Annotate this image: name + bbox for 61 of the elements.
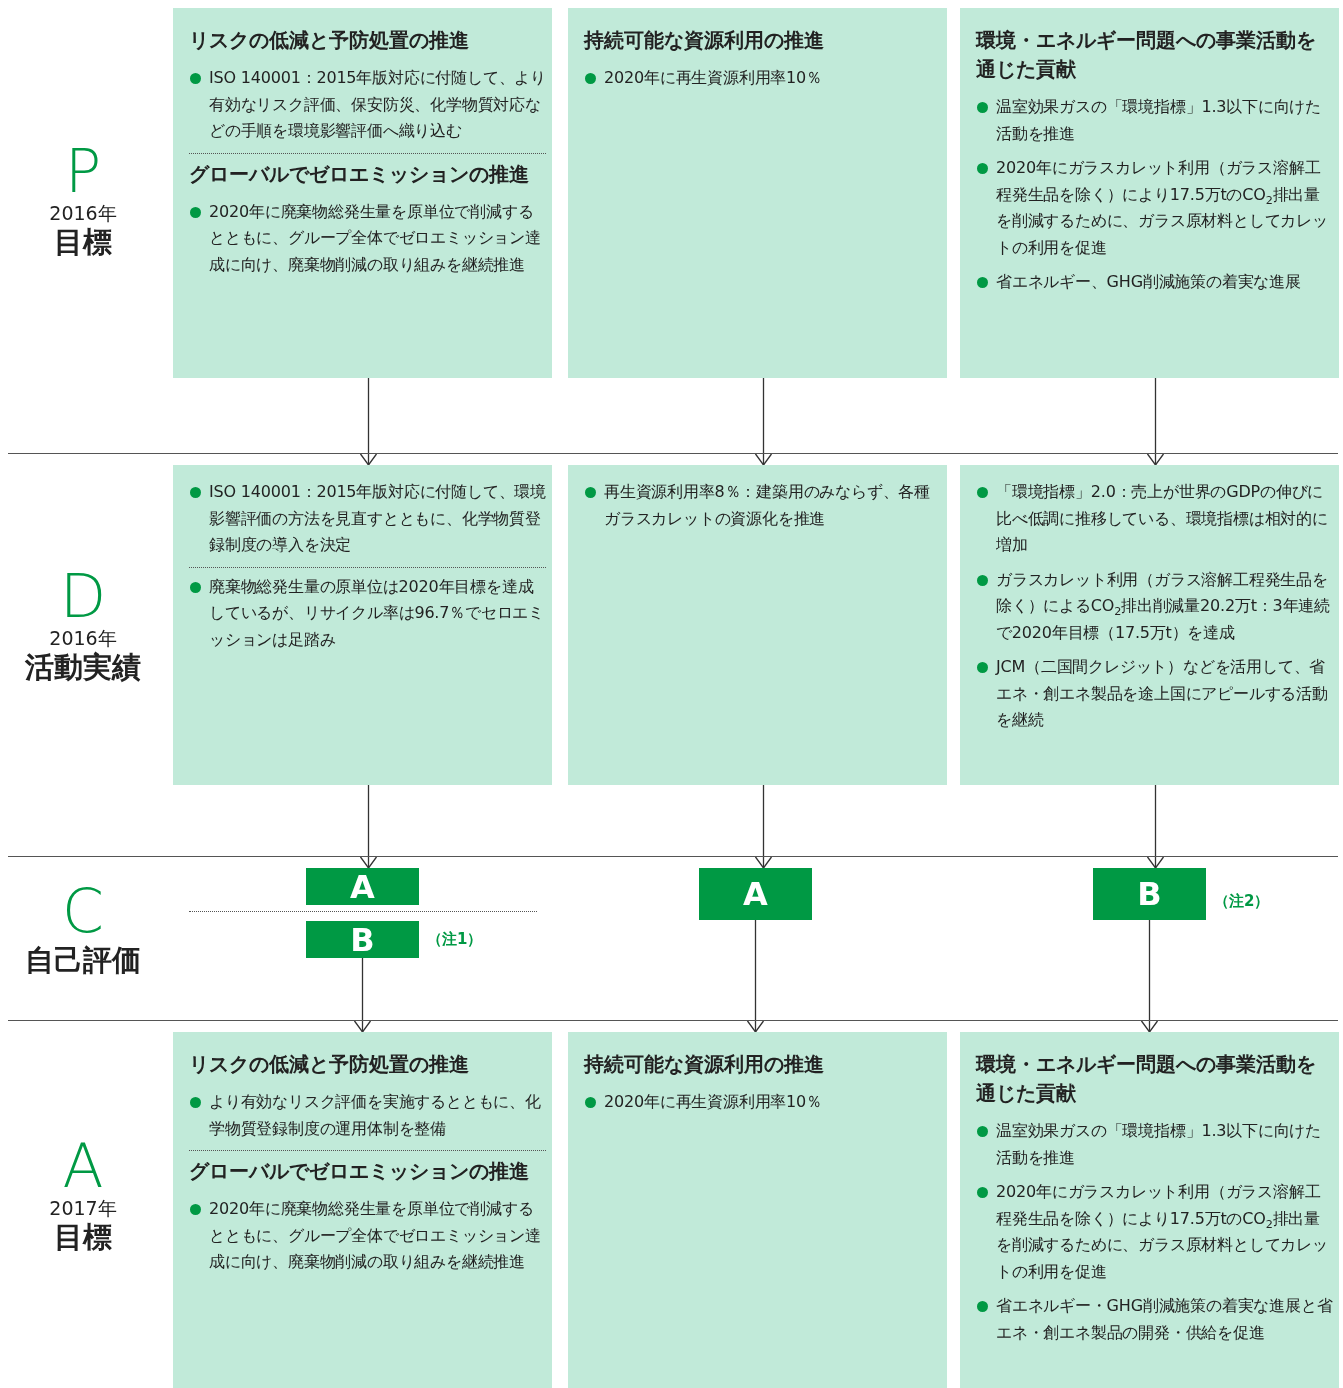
grade-badge: A xyxy=(699,868,812,920)
section-heading: グローバルでゼロエミッションの推進 xyxy=(189,160,530,188)
year-label: 2016年 xyxy=(49,627,117,649)
row-title: 目標 xyxy=(54,1219,112,1255)
bullet-text: ガラスカレット利用（ガラス溶解工程発生品を除く）によるCO$_{2}$排出削減量20.2万t：3年連続で2020年目標（17.5万t）を達成 xyxy=(976,566,1333,646)
arrow xyxy=(754,784,773,869)
bullet-text: 2020年に廃棄物総発生量を原単位で削減するとともに、グループ全体でゼロエミッション達成に向け、廃棄物削減の取り組みを継続推進 xyxy=(189,1196,546,1276)
bullet-text: より有効なリスク評価を実施するとともに、化学物質登録制度の運用体制を整備 xyxy=(189,1089,546,1142)
content-panel xyxy=(960,8,1339,378)
section-heading: 持続可能な資源利用の推進 xyxy=(584,27,825,54)
content-panel xyxy=(568,465,947,785)
phase-letter: A xyxy=(62,1135,104,1197)
bullet-text: 廃棄物総発生量の原単位は2020年目標を達成しているが、リサイクル率は96.7％でセロエミッションは足踏み xyxy=(189,573,546,653)
section-heading: リスクの低減と予防処置の推進 xyxy=(189,1051,470,1078)
bullet-text: 2020年に廃棄物総発生量を原単位で削減するとともに、グループ全体でゼロエミッション達成に向け、廃棄物削減の取り組みを継続推進 xyxy=(189,198,546,278)
row-title: 活動実績 xyxy=(25,649,141,685)
section-heading: 環境・エネルギー問題への事業活動を通じた貢献 xyxy=(976,1051,1317,1107)
arrow xyxy=(353,957,372,1033)
section-heading: リスクの低減と予防処置の推進 xyxy=(189,27,470,54)
bullet-text: 再生資源利用率8％：建築用のみならず、各種ガラスカレットの資源化を推進 xyxy=(584,479,941,532)
phase-letter: P xyxy=(64,140,102,202)
content-panel xyxy=(568,8,947,378)
arrow xyxy=(754,377,773,466)
bullet-text: 2020年に再生資源利用率10％ xyxy=(584,1089,941,1116)
bullet-text: 省エネルギー・GHG削減施策の着実な進展と省エネ・創エネ製品の開発・供給を促進 xyxy=(976,1293,1333,1346)
grade-badge: A xyxy=(306,868,419,905)
bullet-text: JCM（二国間クレジット）などを活用して、省エネ・創エネ製品を途上国にアピールする活動を継続 xyxy=(976,654,1333,734)
arrow xyxy=(1146,377,1165,466)
row-title: 自己評価 xyxy=(25,942,141,978)
content-panel xyxy=(173,465,552,785)
content-panel xyxy=(173,8,552,378)
row-title: 目標 xyxy=(54,224,112,260)
section-heading: グローバルでゼロエミッションの推進 xyxy=(189,1158,530,1185)
bullet-text: 2020年にガラスカレット利用（ガラス溶解工程発生品を除く）により17.5万tのCO$_{2}$排出量を削減するために、ガラス原材料としてカレットの利用を促進 xyxy=(976,1179,1333,1285)
note-mark: （注2） xyxy=(1214,892,1270,911)
note-mark: （注1） xyxy=(427,930,483,949)
bullet-text: 温室効果ガスの「環境指標」1.3以下に向けた活動を推進 xyxy=(976,1118,1333,1171)
year-label: 2016年 xyxy=(49,202,117,224)
arrow xyxy=(746,919,765,1033)
content-panel xyxy=(960,465,1339,785)
arrow xyxy=(1146,784,1165,869)
bullet-text: ISO 140001：2015年版対応に付随して、より有効なリスク評価、保安防災、化学物質対応などの手順を環境影響評価へ織り込む xyxy=(189,65,546,145)
bullet-text: 省エネルギー、GHG削減施策の着実な進展 xyxy=(976,269,1333,296)
arrow xyxy=(359,377,378,466)
grade-badge: B xyxy=(1093,868,1206,920)
bullet-text: ISO 140001：2015年版対応に付随して、環境影響評価の方法を見直すとともに、化学物質登録制度の導入を決定 xyxy=(189,479,546,559)
content-panel xyxy=(173,1032,552,1388)
year-label: 2017年 xyxy=(49,1197,117,1219)
bullet-text: 2020年に再生資源利用率10％ xyxy=(584,65,941,92)
arrow xyxy=(359,784,378,869)
content-panel xyxy=(960,1032,1339,1388)
phase-letter: D xyxy=(59,565,107,627)
phase-letter: C xyxy=(62,880,104,942)
grade-badge: B xyxy=(306,921,419,958)
content-panel xyxy=(568,1032,947,1388)
bullet-text: 2020年にガラスカレット利用（ガラス溶解工程発生品を除く）により17.5万tのCO$_{2}$排出量を削減するために、ガラス原材料としてカレットの利用を促進 xyxy=(976,155,1333,261)
bullet-text: 「環境指標」2.0：売上が世界のGDPの伸びに比べ低調に推移している、環境指標は相対的に増加 xyxy=(976,479,1333,559)
bullet-text: 温室効果ガスの「環境指標」1.3以下に向けた活動を推進 xyxy=(976,94,1333,147)
section-heading: 環境・エネルギー問題への事業活動を通じた貢献 xyxy=(976,27,1317,83)
arrow xyxy=(1140,919,1159,1033)
section-heading: 持続可能な資源利用の推進 xyxy=(584,1051,825,1078)
